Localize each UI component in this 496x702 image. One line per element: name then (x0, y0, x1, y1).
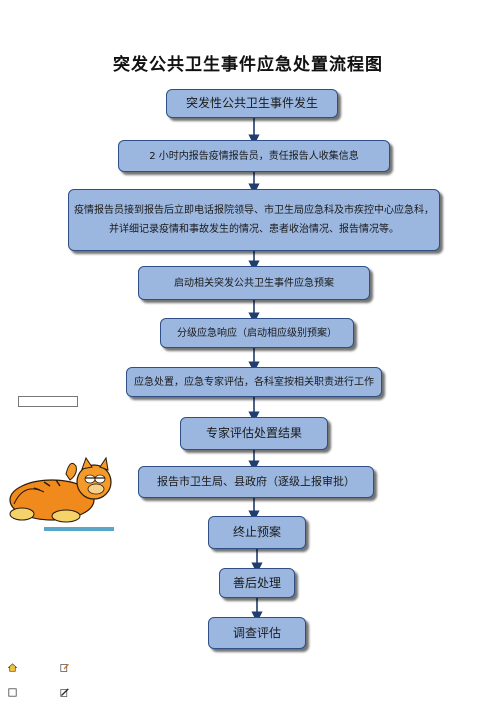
step-text-line: 疫情报告员接到报告后立即电话报院领导、市卫生局应急科及市疾控中心应急科， (74, 205, 434, 216)
step-text-line: 专家评估处置结果 (205, 426, 302, 441)
side-blank-box (18, 396, 78, 407)
step-text-line: 善后处理 (232, 575, 281, 590)
step-text-line: 应急处置，应急专家评估，各科室按相关职责进行工作 (134, 376, 374, 388)
step-text-line: 突发性公共卫生事件发生 (185, 96, 318, 111)
square-icon (8, 688, 17, 697)
garfield-cat-picture (9, 456, 114, 531)
step-text-line: 2 小时内报告疫情报告员，责任报告人收集信息 (149, 150, 359, 162)
step-text-line: 启动相关突发公共卫生事件应急预案 (174, 277, 334, 289)
step-investigation: 调查评估 (208, 617, 306, 649)
step-text-line: 报告市卫生局、县政府（逐级上报审批） (157, 474, 355, 488)
step-report-to-authorities: 报告市卫生局、县政府（逐级上报审批） (138, 466, 374, 498)
step-emergency-handling: 应急处置，应急专家评估，各科室按相关职责进行工作 (126, 367, 382, 397)
pencil-icon (60, 688, 69, 697)
step-graded-response: 分级应急响应（启动相应级别预案） (160, 318, 354, 348)
edit-icon (60, 663, 69, 672)
home-icon (8, 663, 17, 672)
step-expert-evaluation: 专家评估处置结果 (180, 417, 328, 450)
step-text-line: 终止预案 (232, 525, 281, 540)
page-title: 突发公共卫生事件应急处置流程图 (113, 55, 383, 75)
step-aftermath: 善后处理 (219, 568, 295, 598)
step-terminate-plan: 终止预案 (208, 516, 306, 549)
step-activate-emergency-plan: 启动相关突发公共卫生事件应急预案 (138, 266, 370, 300)
step-text-line: 调查评估 (232, 625, 281, 640)
step-report-within-2h: 2 小时内报告疫情报告员，责任报告人收集信息 (118, 140, 390, 172)
step-text-line: 并详细记录疫情和事故发生的情况、患者收治情况、报告情况等。 (109, 224, 399, 235)
step-text-line: 分级应急响应（启动相应级别预案） (177, 327, 337, 339)
step-phone-report-and-record: 疫情报告员接到报告后立即电话报院领导、市卫生局应急科及市疾控中心应急科， 并详细记… (68, 189, 440, 251)
step-event-occurs: 突发性公共卫生事件发生 (166, 89, 338, 118)
